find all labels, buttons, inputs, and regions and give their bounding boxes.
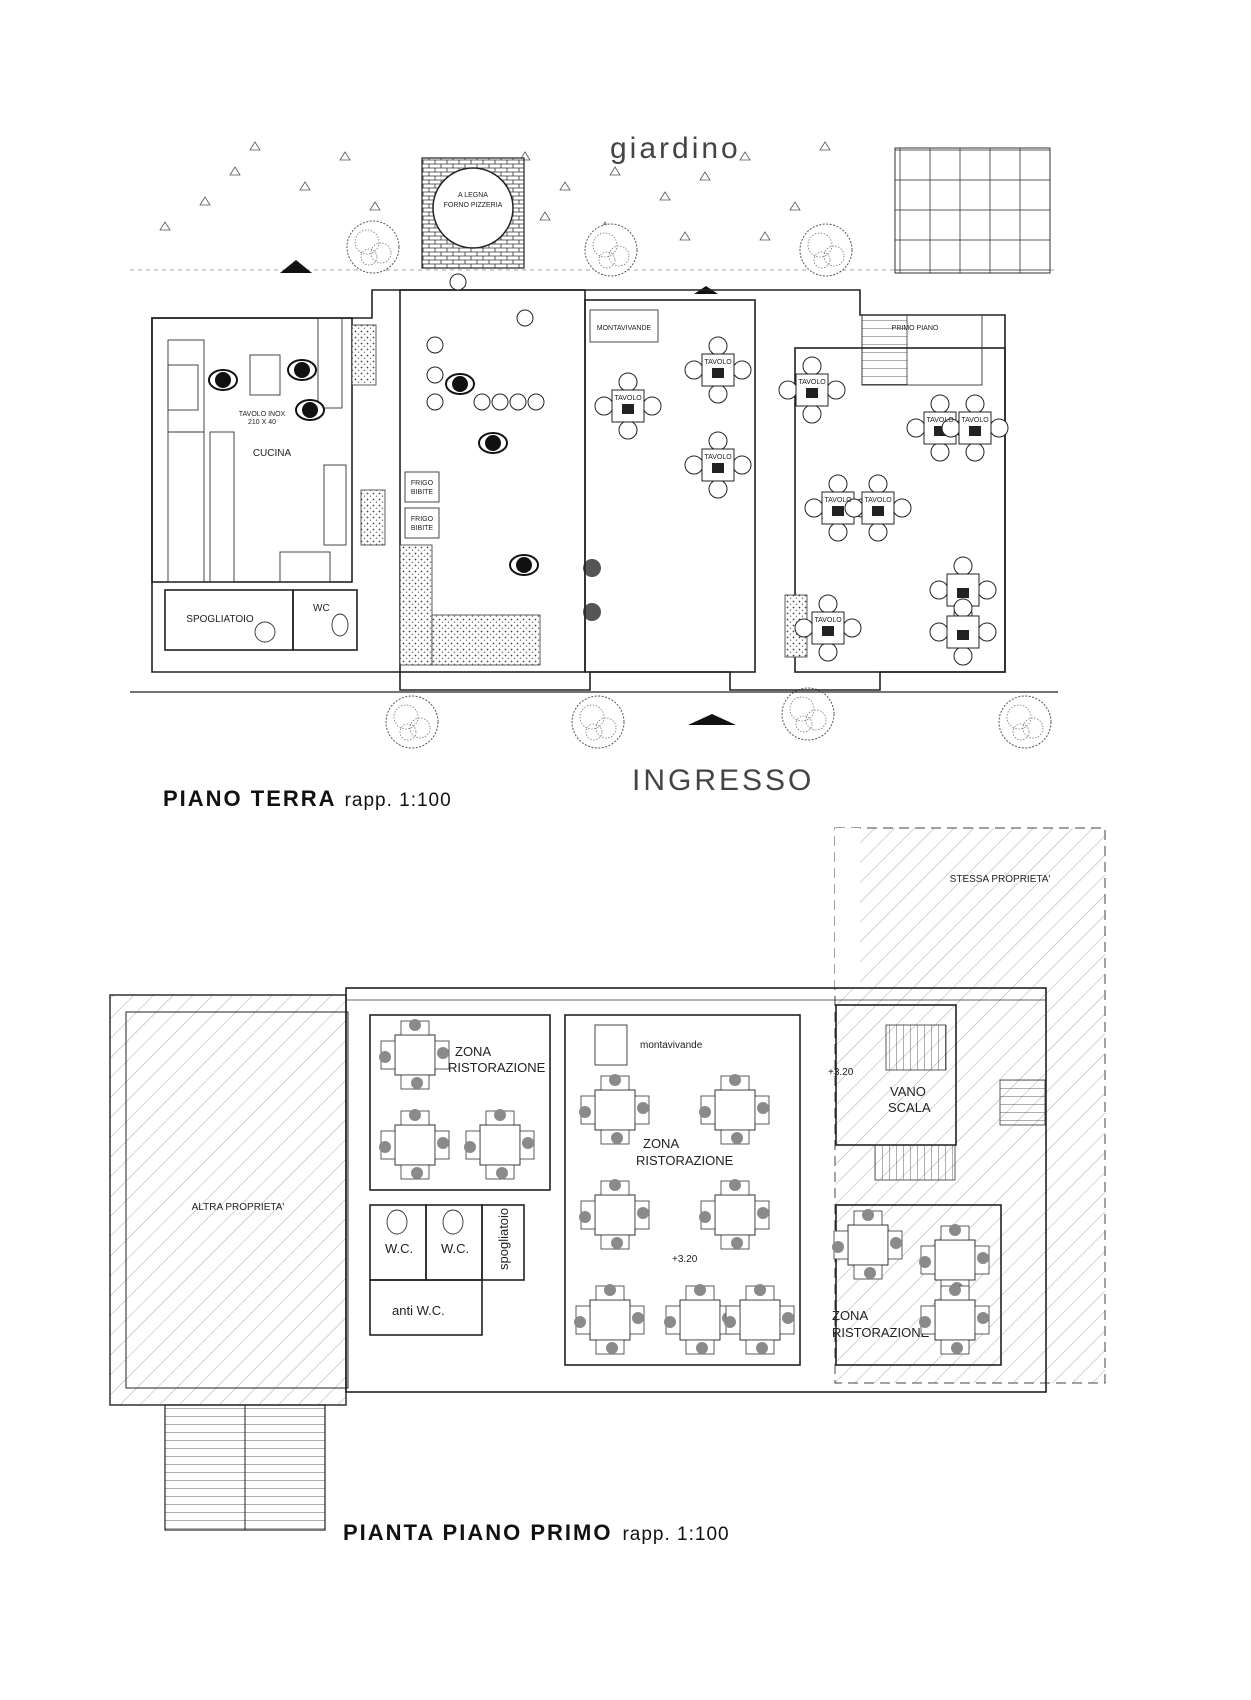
arrow-up-icon: [688, 714, 736, 725]
entrance-label: INGRESSO: [632, 764, 814, 797]
table-label: TAVOLO: [926, 417, 954, 424]
person: [208, 369, 238, 391]
table-cluster: [698, 1178, 770, 1250]
shrub: [571, 695, 625, 749]
pizza-oven: [432, 167, 514, 249]
anti-wc-label: anti W.C.: [392, 1303, 445, 1318]
table-cluster: [698, 1073, 770, 1145]
dining-zone-label-3b: RISTORAZIONE: [832, 1325, 930, 1340]
table-cluster: [463, 1108, 535, 1180]
table-label: TAVOLO: [824, 497, 852, 504]
dining-zone-label-3a: ZONA: [832, 1308, 868, 1323]
same-property-area: [834, 827, 1106, 1384]
table-inox-label: TAVOLO INOX: [239, 411, 286, 418]
dining-zone-label-1b: RISTORAZIONE: [448, 1060, 546, 1075]
wc-label-2: W.C.: [441, 1241, 469, 1256]
shrub: [781, 687, 835, 741]
fridge-label-2a: FRIGO: [411, 516, 434, 523]
person: [478, 432, 508, 454]
table: [778, 356, 846, 424]
dining-zone-label-1a: ZONA: [455, 1044, 491, 1059]
dumbwaiter-label: MONTAVIVANDE: [597, 325, 652, 332]
person: [287, 359, 317, 381]
shrub: [346, 220, 400, 274]
table: [684, 336, 752, 404]
table-cluster: [723, 1283, 795, 1355]
person: [445, 373, 475, 395]
paved-terrace: [894, 147, 1051, 274]
fridge-label-2b: BIBITE: [411, 525, 434, 532]
table-inox-size: 210 X 40: [248, 419, 276, 426]
table-cluster: [378, 1018, 450, 1090]
table-cluster: [578, 1073, 650, 1145]
level-mark: +3.20: [828, 1067, 854, 1078]
changing-room-label-first: spogliatoio: [496, 1208, 511, 1270]
table-label: TAVOLO: [864, 497, 892, 504]
table: [929, 598, 997, 666]
table: [941, 394, 1009, 462]
table-cluster: [663, 1283, 735, 1355]
first-floor-outline: [345, 987, 1047, 1393]
table-label: TAVOLO: [814, 617, 842, 624]
stair-label-1: VANO: [890, 1084, 926, 1099]
table-cluster: [573, 1283, 645, 1355]
other-property-label: ALTRA PROPRIETA': [192, 1202, 285, 1213]
table: [684, 431, 752, 499]
person: [295, 399, 325, 421]
first-floor-label: PRIMO PIANO: [892, 325, 939, 332]
shrub: [584, 223, 638, 277]
pizza-trays: [426, 273, 545, 411]
fridge-label-1a: FRIGO: [411, 480, 434, 487]
stair-label-2: SCALA: [888, 1100, 931, 1115]
table: [844, 474, 912, 542]
kitchen: [151, 317, 353, 583]
same-property-label: STESSA PROPRIETA': [950, 874, 1051, 885]
ground-floor-plan: giardino A LEGNA FORNO PIZZERIA: [130, 108, 1058, 811]
table-cluster: [378, 1108, 450, 1180]
shrub: [998, 695, 1052, 749]
table: [594, 372, 662, 440]
changing-room-label: SPOGLIATOIO: [186, 614, 254, 625]
table-label: TAVOLO: [614, 395, 642, 402]
other-property-area: [109, 994, 347, 1406]
person: [509, 554, 539, 576]
oven-label-2: FORNO PIZZERIA: [444, 202, 503, 209]
table-label: TAVOLO: [704, 454, 732, 461]
dining-zone-label-2a: ZONA: [643, 1136, 679, 1151]
wc-label-1: W.C.: [385, 1241, 413, 1256]
fridge-label-1b: BIBITE: [411, 489, 434, 496]
first-floor-plan: STESSA PROPRIETA' ALTRA PROPRIETA' ZONA …: [109, 827, 1106, 1545]
arrow-up-icon: [280, 260, 312, 273]
level-mark: +3.20: [672, 1254, 698, 1265]
wc-label: WC: [313, 603, 330, 614]
dining-zone-label-2b: RISTORAZIONE: [636, 1153, 734, 1168]
dumbwaiter-label-first: montavivande: [640, 1040, 703, 1051]
kitchen-label: CUCINA: [253, 448, 292, 459]
shrub: [385, 695, 439, 749]
garden-label: giardino: [610, 132, 741, 165]
dining-hall-ground: [584, 299, 756, 673]
table-label: TAVOLO: [961, 417, 989, 424]
central-dining-room: [564, 1014, 801, 1366]
table-label: TAVOLO: [798, 379, 826, 386]
oven-label-1: A LEGNA: [458, 192, 488, 199]
table-cluster: [578, 1178, 650, 1250]
shrub: [799, 223, 853, 277]
table-label: TAVOLO: [704, 359, 732, 366]
